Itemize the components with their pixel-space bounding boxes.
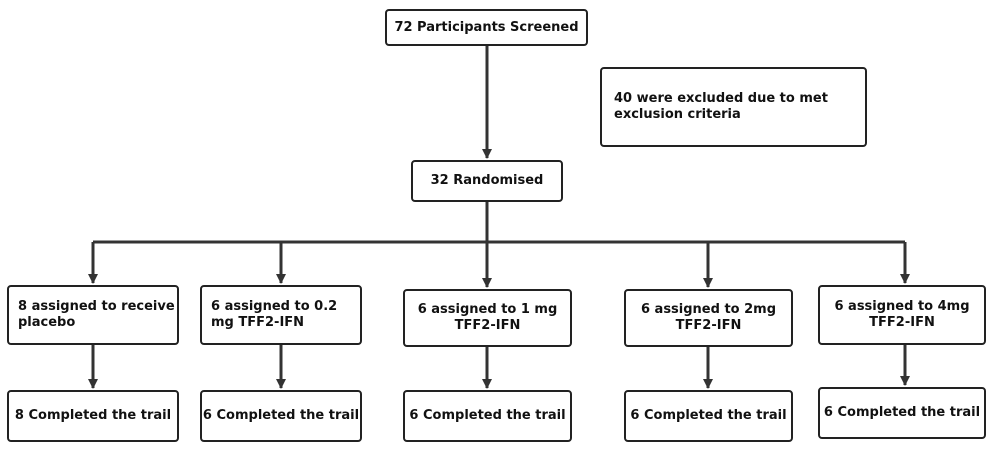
screened-box: 72 Participants Screened bbox=[385, 9, 588, 46]
excluded-box: 40 were excluded due to met exclusion cr… bbox=[600, 67, 867, 147]
arm-2-completed-box: 6 Completed the trail bbox=[200, 390, 362, 442]
arm-1-completed-box: 8 Completed the trail bbox=[7, 390, 179, 442]
arm-4-completed-box: 6 Completed the trail bbox=[624, 390, 793, 442]
randomised-box: 32 Randomised bbox=[411, 160, 563, 202]
arm-5-completed-box: 6 Completed the trail bbox=[818, 387, 986, 439]
arm-2-assigned-box: 6 assigned to 0.2 mg TFF2-IFN bbox=[200, 285, 362, 345]
arm-4-assigned-box: 6 assigned to 2mg TFF2-IFN bbox=[624, 289, 793, 347]
arm-3-completed-box: 6 Completed the trail bbox=[403, 390, 572, 442]
arm-3-assigned-box: 6 assigned to 1 mg TFF2-IFN bbox=[403, 289, 572, 347]
arm-1-assigned-box: 8 assigned to receive placebo bbox=[7, 285, 179, 345]
arm-5-assigned-box: 6 assigned to 4mg TFF2-IFN bbox=[818, 285, 986, 345]
